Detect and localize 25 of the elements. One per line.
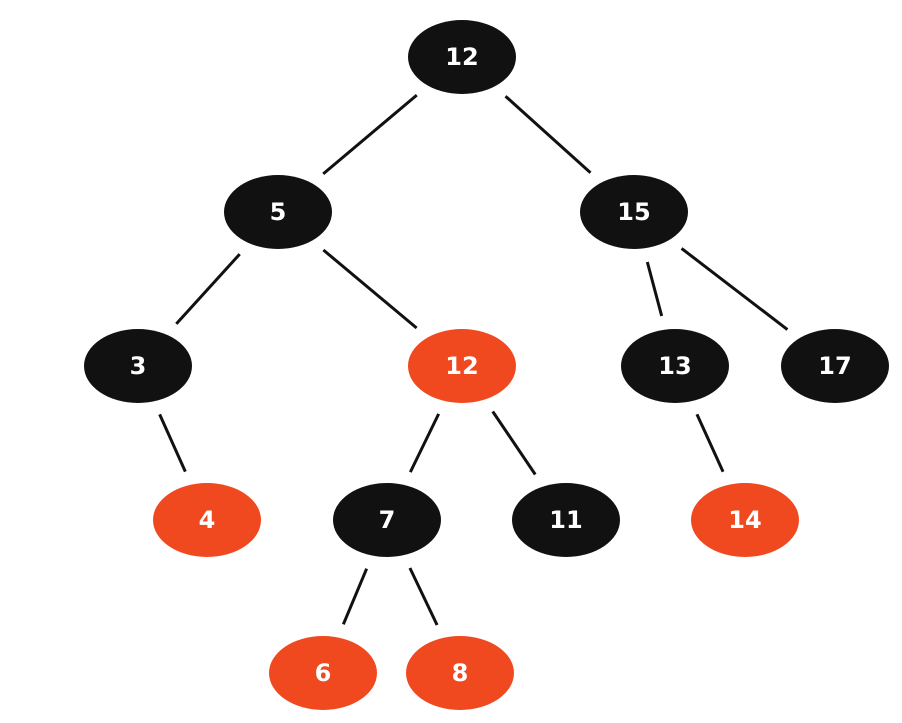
tree-edge	[175, 253, 241, 325]
node-value: 5	[270, 198, 286, 226]
tree-edge	[342, 568, 368, 625]
tree-edge	[408, 567, 438, 626]
tree-edge	[408, 413, 440, 473]
tree-edge	[491, 410, 537, 476]
tree-edge	[646, 262, 664, 316]
tree-edge	[696, 414, 724, 472]
node-value: 7	[378, 506, 396, 534]
node-value: 11	[549, 506, 583, 534]
node-value: 12	[445, 352, 479, 380]
node-value: 15	[617, 198, 651, 226]
node-value: 13	[658, 352, 692, 380]
node-value: 17	[818, 352, 852, 380]
tree-edge	[504, 95, 592, 174]
tree-edge	[158, 414, 187, 472]
node-value: 12	[445, 43, 479, 71]
tree-edge	[322, 94, 418, 176]
node-value: 4	[198, 506, 216, 534]
tree-edge	[322, 248, 418, 330]
node-value: 6	[314, 659, 332, 687]
node-value: 8	[452, 659, 468, 687]
tree-edge	[680, 247, 788, 331]
node-value: 14	[728, 506, 762, 534]
node-value: 3	[130, 352, 146, 380]
